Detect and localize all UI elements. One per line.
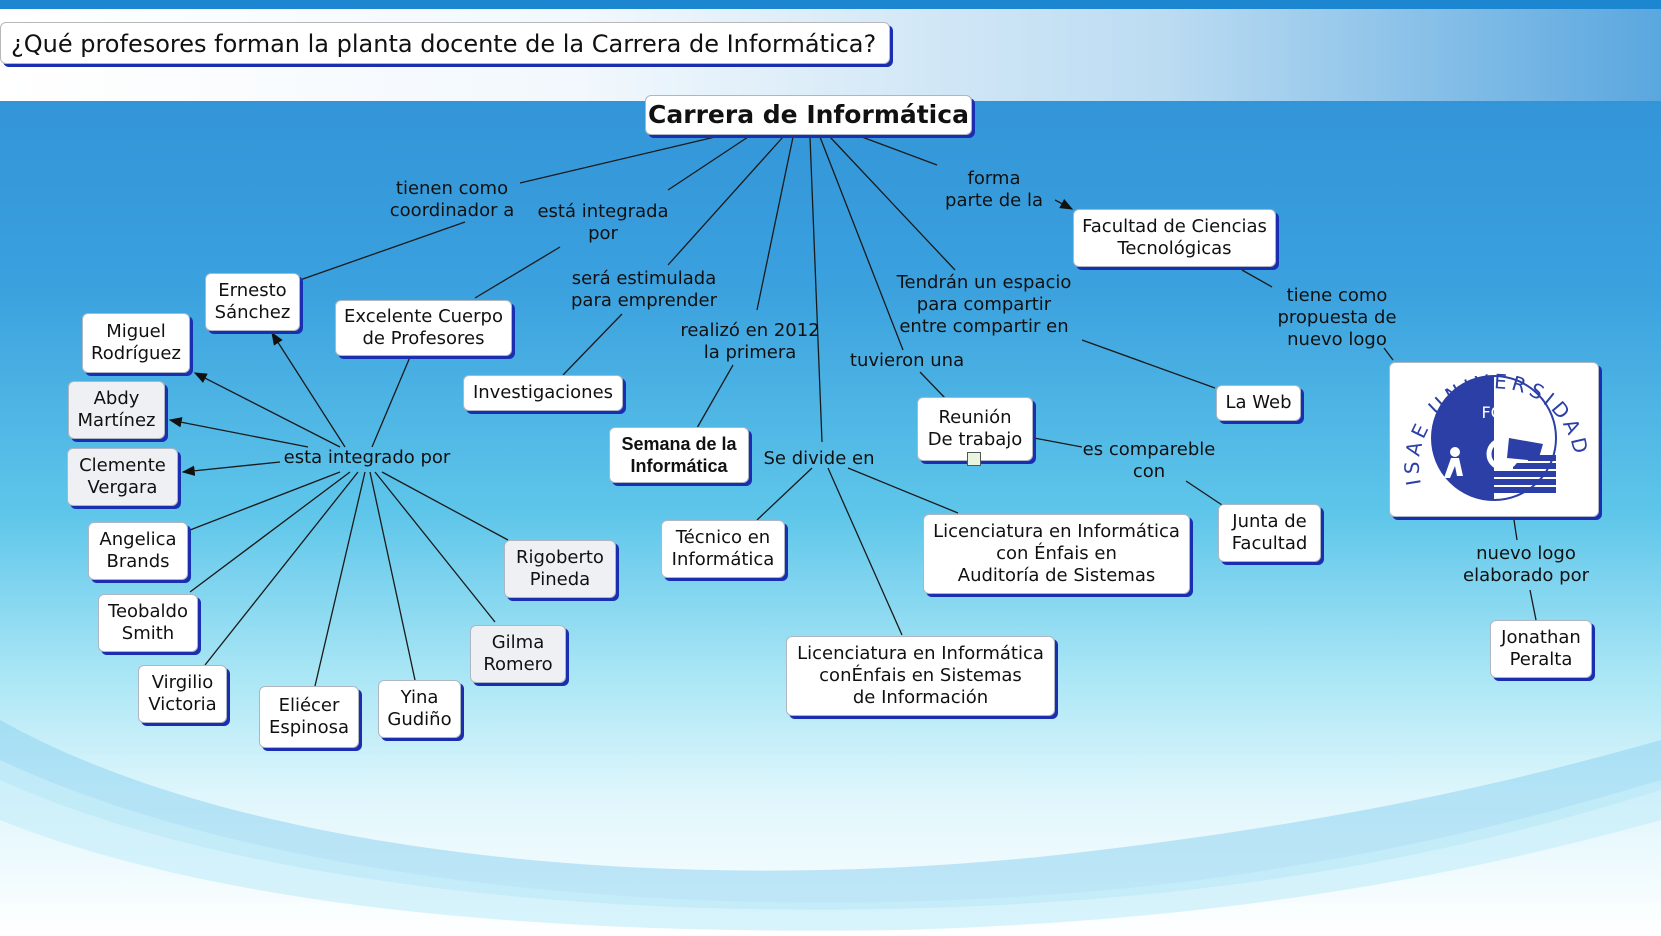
link-integrado-ernesto bbox=[271, 331, 346, 448]
link-integrado-angelica bbox=[189, 471, 341, 531]
link-root-divide bbox=[809, 136, 823, 443]
label-realizo: realizó en 2012 la primera bbox=[680, 320, 820, 363]
link-coordinador-ernesto bbox=[299, 221, 466, 281]
label-tienen-coordinador: tienen como coordinador a bbox=[389, 178, 515, 221]
link-integrado-teobaldo bbox=[189, 471, 351, 593]
link-tuvieron-reunion bbox=[919, 371, 946, 399]
label-propuesta-logo: tiene como propuesta de nuevo logo bbox=[1277, 285, 1397, 350]
node-semana-informatica[interactable]: Semana de la Informática bbox=[609, 427, 749, 483]
node-teobaldo-smith[interactable]: Teobaldo Smith bbox=[98, 594, 198, 652]
link-divide-lic-sistemas bbox=[827, 467, 903, 636]
link-logo-elaborado bbox=[1513, 519, 1518, 541]
link-tendran-laweb bbox=[1081, 339, 1216, 389]
isae-logo-image: FCI ISAE UNIVERSIDAD bbox=[1393, 366, 1595, 513]
node-angelica-brands[interactable]: Angelica Brands bbox=[88, 522, 188, 580]
link-elaborado-jonathan bbox=[1529, 589, 1537, 621]
node-yina-gudino[interactable]: Yina Gudiño bbox=[378, 680, 461, 738]
label-elaborado-por: nuevo logo elaborado por bbox=[1463, 543, 1589, 586]
link-integrado-virgilio bbox=[204, 471, 359, 666]
question-banner: ¿Qué profesores forman la planta docente… bbox=[0, 22, 890, 64]
link-root-integrada bbox=[667, 136, 749, 191]
node-jonathan-peralta[interactable]: Jonathan Peralta bbox=[1490, 620, 1592, 678]
node-clemente-vergara[interactable]: Clemente Vergara bbox=[67, 448, 178, 506]
link-propuesta-logo bbox=[1383, 347, 1394, 361]
node-tecnico-informatica[interactable]: Técnico en Informática bbox=[661, 520, 785, 578]
node-investigaciones[interactable]: Investigaciones bbox=[463, 375, 623, 411]
node-lic-auditoria[interactable]: Licenciatura en Informática con Énfais e… bbox=[923, 514, 1190, 594]
label-forma-parte: forma parte de la bbox=[945, 168, 1043, 211]
node-excelente-cuerpo[interactable]: Excelente Cuerpo de Profesores bbox=[335, 300, 512, 356]
node-ernesto-sanchez[interactable]: Ernesto Sánchez bbox=[205, 273, 300, 331]
node-reunion-trabajo[interactable]: Reunión De trabajo bbox=[917, 397, 1033, 461]
link-integrado-clemente bbox=[181, 461, 281, 476]
label-integrado-por: esta integrado por bbox=[283, 447, 451, 468]
link-excelente-integrado bbox=[371, 356, 411, 448]
node-lic-sistemas[interactable]: Licenciatura en Informática conÉnfais en… bbox=[786, 636, 1055, 716]
root-node[interactable]: Carrera de Informática bbox=[645, 95, 972, 135]
label-tendran-espacio: Tendrán un espacio para compartir entre … bbox=[896, 272, 1072, 337]
link-integrado-miguel bbox=[193, 372, 341, 448]
link-root-realizo bbox=[756, 136, 794, 311]
label-comparable: es compareble con bbox=[1082, 439, 1216, 482]
node-virgilio-victoria[interactable]: Virgilio Victoria bbox=[138, 665, 227, 723]
link-root-coordinador bbox=[519, 136, 716, 184]
node-rigoberto-pineda[interactable]: Rigoberto Pineda bbox=[504, 540, 616, 598]
node-gilma-romero[interactable]: Gilma Romero bbox=[470, 625, 566, 683]
link-integrado-abdy bbox=[168, 417, 309, 448]
node-junta-facultad[interactable]: Junta de Facultad bbox=[1218, 504, 1321, 562]
link-integrado-gilma bbox=[374, 471, 496, 623]
attachment-icon[interactable] bbox=[967, 452, 981, 466]
link-reunion-comparable bbox=[1033, 437, 1083, 448]
link-forma-facultad bbox=[1054, 198, 1074, 210]
link-root-tendran bbox=[829, 136, 956, 271]
node-la-web[interactable]: La Web bbox=[1216, 385, 1301, 421]
link-facultad-propuesta bbox=[1241, 269, 1273, 288]
logo-center-text: FCI bbox=[1481, 403, 1506, 422]
label-integrada-por: está integrada por bbox=[537, 201, 669, 244]
node-logo[interactable]: FCI ISAE UNIVERSIDAD bbox=[1389, 362, 1599, 517]
link-integrado-rigoberto bbox=[381, 471, 509, 541]
link-comparable-junta bbox=[1185, 480, 1223, 506]
link-divide-lic-auditoria bbox=[847, 467, 959, 514]
label-estimulada: será estimulada para emprender bbox=[570, 268, 718, 311]
node-facultad-ciencias[interactable]: Facultad de Ciencias Tecnológicas bbox=[1073, 209, 1276, 267]
link-divide-tecnico bbox=[756, 467, 813, 521]
link-root-forma bbox=[861, 136, 938, 166]
link-root-estimulada bbox=[667, 136, 784, 266]
top-bar bbox=[0, 0, 1661, 9]
node-eliecer-espinosa[interactable]: Eliécer Espinosa bbox=[259, 686, 359, 748]
label-se-divide: Se divide en bbox=[763, 448, 875, 469]
link-integrada-excelente bbox=[474, 246, 561, 299]
link-realizo-semana bbox=[696, 364, 734, 429]
link-estimulada-investigaciones bbox=[562, 313, 623, 376]
link-integrado-eliecer bbox=[314, 471, 366, 687]
link-integrado-yina bbox=[369, 471, 416, 681]
node-miguel-rodriguez[interactable]: Miguel Rodríguez bbox=[82, 313, 190, 373]
node-abdy-martinez[interactable]: Abdy Martínez bbox=[68, 381, 165, 439]
link-root-tuvieron bbox=[819, 136, 904, 351]
label-tuvieron: tuvieron una bbox=[849, 350, 965, 371]
